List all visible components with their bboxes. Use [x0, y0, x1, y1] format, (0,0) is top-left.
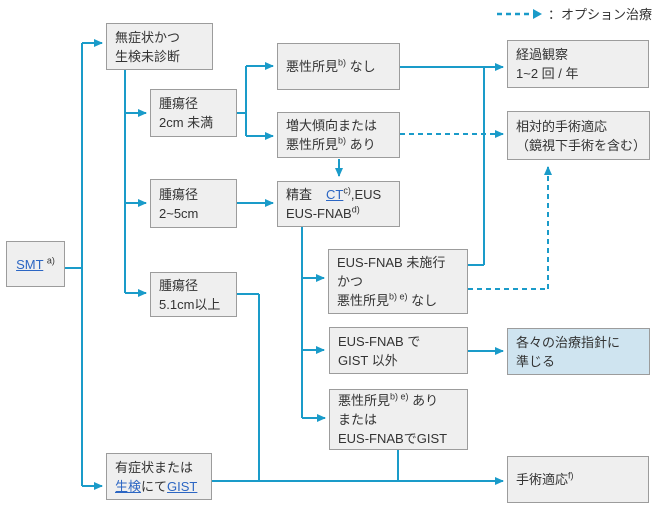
node-text: 悪性所見b) なし: [286, 57, 376, 74]
node-growth-or-malignant: 増大傾向または 悪性所見b) あり: [277, 112, 400, 158]
node-relative-surgery: 相対的手術適応 （鏡視下手術を含む）: [507, 111, 650, 160]
node-text: GIST 以外: [338, 352, 398, 368]
node-text: 腫瘍径: [159, 186, 199, 202]
node-asymptomatic: 無症状かつ 生検未診断: [106, 23, 213, 70]
node-text: EUS-FNAB 未施行: [337, 255, 446, 270]
node-size-over-5cm: 腫瘍径 5.1cm以上: [150, 272, 237, 317]
node-surgery-indication: 手術適応f): [507, 456, 649, 503]
ct-link[interactable]: CT: [326, 187, 344, 202]
node-smt: SMT a): [6, 241, 65, 287]
node-text: にて: [141, 478, 168, 494]
footnote-b: b): [338, 135, 347, 146]
node-eus-fnab-not-done: EUS-FNAB 未施行 かつ 悪性所見b) e) なし: [328, 249, 468, 314]
node-text: 各々の治療指針に: [516, 334, 621, 350]
node-text: 増大傾向または: [286, 118, 378, 133]
node-text: （鏡視下手術を含む）: [516, 137, 647, 153]
node-text: 手術適応f): [516, 470, 574, 487]
gist-link[interactable]: GIST: [167, 478, 198, 494]
node-text: 無症状かつ: [115, 29, 181, 45]
node-text: 相対的手術適応: [516, 118, 608, 134]
node-symptomatic: 有症状または 生検にてGIST: [106, 453, 212, 500]
footnote-be: b) e): [389, 291, 408, 302]
node-per-guideline: 各々の治療指針に 準じる: [507, 328, 650, 375]
node-no-malignant-findings: 悪性所見b) なし: [277, 43, 400, 90]
node-eus-fnab-not-gist: EUS-FNAB で GIST 以外: [329, 327, 468, 374]
legend: ：オプション治療: [495, 4, 652, 23]
node-size-under-2cm: 腫瘍径 2cm 未満: [150, 89, 237, 137]
node-text: かつ: [337, 274, 364, 289]
footnote-be: b) e): [390, 391, 409, 402]
footnote-f: f): [568, 470, 574, 481]
node-text: 有症状または: [115, 459, 194, 475]
footnote-d: d): [351, 204, 360, 215]
legend-label: ：オプション治療: [547, 7, 652, 22]
node-text: EUS-FNAB で: [338, 333, 421, 349]
node-malignant-or-gist: 悪性所見b) e) あり または EUS-FNABでGIST: [329, 389, 468, 450]
node-text: EUS-FNABでGIST: [338, 431, 448, 446]
node-text: 腫瘍径: [159, 96, 199, 111]
node-followup: 経過観察 1~2 回 / 年: [507, 40, 649, 88]
biopsy-link[interactable]: 生検: [115, 478, 142, 494]
node-text: 経過観察: [516, 47, 569, 62]
smt-link[interactable]: SMT: [16, 256, 44, 272]
node-text: 生検にてGIST: [115, 477, 203, 496]
node-text: 悪性所見b) e) なし: [337, 291, 438, 308]
node-text: 2~5cm: [159, 205, 199, 221]
node-text: 悪性所見b) e) あり: [338, 391, 439, 408]
option-treatment-arrow-icon: [496, 8, 542, 19]
node-text: 悪性所見b) あり: [286, 135, 376, 152]
node-text: 生検未診断: [115, 48, 181, 64]
node-text: 準じる: [516, 353, 556, 369]
node-text: 2cm 未満: [159, 115, 214, 130]
node-text: EUS-FNABd): [286, 204, 360, 221]
footnote-c: c): [343, 185, 351, 196]
footnote-a: a): [46, 255, 55, 266]
node-text: 1~2 回 / 年: [516, 66, 579, 81]
node-text: または: [338, 412, 378, 427]
node-text: 5.1cm以上: [159, 296, 221, 312]
node-text: 腫瘍径: [159, 277, 199, 293]
footnote-b: b): [338, 57, 347, 68]
node-size-2-5cm: 腫瘍径 2~5cm: [150, 179, 237, 228]
